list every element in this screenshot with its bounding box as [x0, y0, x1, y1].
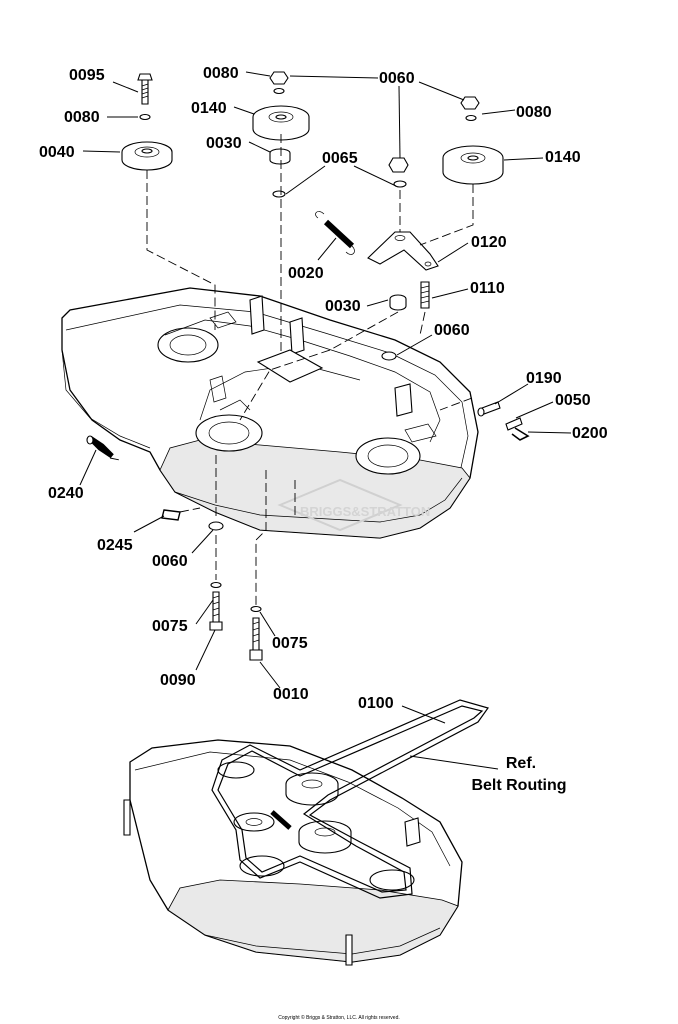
nut-0080-top: [269, 71, 289, 95]
idler-pulley-0040: [121, 141, 173, 171]
callout-0075-left: 0075: [152, 618, 188, 635]
bolt-0010: [249, 605, 263, 661]
watermark-text: BRIGGS&STRATTON: [300, 504, 430, 519]
bolt-0095: [137, 73, 153, 105]
clip-0200: [511, 427, 530, 441]
callout-0060-deck: 0060: [434, 322, 470, 339]
briggs-stratton-watermark: BRIGGS&STRATTON: [277, 478, 430, 532]
bolt-0090: [209, 581, 223, 631]
assembly-guide-lines: [109, 134, 474, 605]
callout-0100: 0100: [358, 695, 394, 712]
callout-0080-top: 0080: [203, 65, 239, 82]
upper-mower-deck: [61, 287, 479, 539]
washer-0065-left: [272, 190, 286, 198]
callout-0020: 0020: [288, 265, 324, 282]
reference-line-1: Ref.: [506, 755, 536, 772]
callout-0090: 0090: [160, 672, 196, 689]
bolt-0110: [420, 281, 430, 309]
spacer-0030-top: [269, 148, 291, 165]
callout-0075-right: 0075: [272, 635, 308, 652]
washer-0080: [139, 113, 151, 121]
callout-0010: 0010: [273, 686, 309, 703]
spacer-0030-lower: [389, 294, 407, 311]
pulley-0140-right: [442, 145, 504, 185]
nut-0060-center: [388, 157, 409, 188]
callout-0120: 0120: [471, 234, 507, 251]
callout-0245: 0245: [97, 537, 133, 554]
callout-0050: 0050: [555, 392, 591, 409]
callout-labels: 0095 0080 0040 0080 0140 0030 0060 0080 …: [39, 65, 608, 712]
callout-0140-left: 0140: [191, 100, 227, 117]
reference-deck-belt-routing: [123, 699, 489, 966]
callout-0095: 0095: [69, 67, 105, 84]
callout-0040: 0040: [39, 144, 75, 161]
nut-0060-right: [460, 96, 480, 122]
copyright-notice: Copyright © Briggs & Stratton, LLC. All …: [278, 1014, 400, 1021]
nut-0060-deck: [381, 351, 397, 361]
callout-0060-bottom: 0060: [152, 553, 188, 570]
callout-0080-left: 0080: [64, 109, 100, 126]
reference-label: Ref. Belt Routing: [471, 755, 566, 794]
callout-0200: 0200: [572, 425, 608, 442]
callout-0140-right: 0140: [545, 149, 581, 166]
callout-0190: 0190: [526, 370, 562, 387]
clip-0245: [161, 509, 181, 521]
pulley-0140-left: [252, 105, 310, 141]
nut-0060-bottom: [208, 521, 224, 531]
callout-leader-lines: [79, 71, 572, 770]
spring-0050: [505, 417, 523, 431]
callout-0240: 0240: [48, 485, 84, 502]
callout-0030-lower: 0030: [325, 298, 361, 315]
callout-0110: 0110: [470, 280, 505, 297]
idler-arm-0120: [367, 231, 439, 271]
callout-0080-right: 0080: [516, 104, 552, 121]
callout-0060-top: 0060: [379, 70, 415, 87]
callout-0030-top: 0030: [206, 135, 242, 152]
pin-0190: [477, 401, 501, 417]
spring-0020: [315, 211, 355, 255]
reference-line-2: Belt Routing: [471, 777, 566, 794]
callout-0065: 0065: [322, 150, 358, 167]
pin-0240: [86, 435, 114, 459]
